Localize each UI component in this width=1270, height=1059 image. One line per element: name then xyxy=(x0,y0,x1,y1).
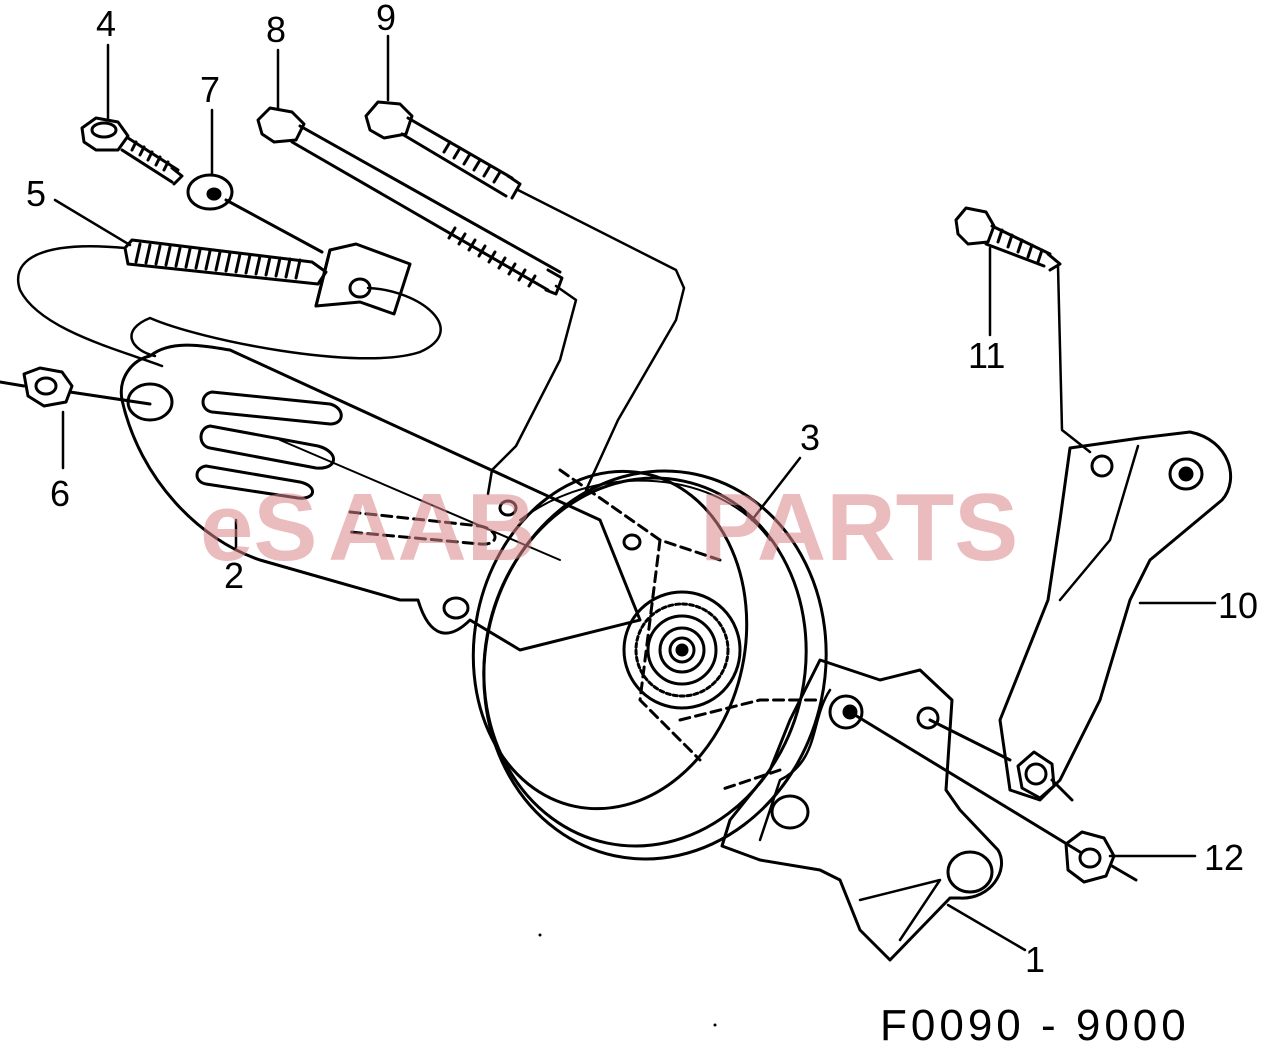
part-11-bolt xyxy=(956,208,1090,452)
part-8-long-bolt xyxy=(258,108,576,494)
leader-3 xyxy=(752,458,800,520)
callout-10: 10 xyxy=(1218,585,1259,626)
diagram-code: F0090 - 9000 xyxy=(880,1001,1190,1050)
callout-6: 6 xyxy=(50,473,71,514)
print-specks xyxy=(538,933,717,1027)
leader-1 xyxy=(948,905,1025,950)
callout-8: 8 xyxy=(266,9,287,50)
callout-4: 4 xyxy=(96,3,117,44)
part-7-washer xyxy=(188,175,322,252)
part-10-bracket xyxy=(1000,432,1231,800)
part-4-bolt xyxy=(82,118,182,184)
watermark-middle: AAB xyxy=(328,474,536,581)
callout-9: 9 xyxy=(376,0,397,38)
watermark-prefix: eS xyxy=(200,474,318,581)
part-5-adjusting-screw xyxy=(18,240,441,366)
callout-1: 1 xyxy=(1025,939,1046,980)
callout-5: 5 xyxy=(26,173,47,214)
leader-lines xyxy=(55,36,1215,950)
part-2-tensioner-plate xyxy=(121,345,640,650)
callout-2: 2 xyxy=(224,555,245,596)
part-6-nut xyxy=(0,368,150,406)
callout-11: 11 xyxy=(968,335,1006,376)
part-3-pulley xyxy=(443,439,862,891)
part-9-long-bolt xyxy=(366,102,684,490)
part-1-mounting-bracket xyxy=(680,660,1080,960)
callout-12: 12 xyxy=(1204,837,1245,878)
watermark-logo: eS AAB PARTS xyxy=(200,480,1060,590)
callout-7: 7 xyxy=(200,69,221,110)
callout-3: 3 xyxy=(800,417,821,458)
part-12-nut xyxy=(1066,832,1136,882)
leader-5 xyxy=(55,200,130,245)
watermark-suffix: PARTS xyxy=(700,474,1019,581)
